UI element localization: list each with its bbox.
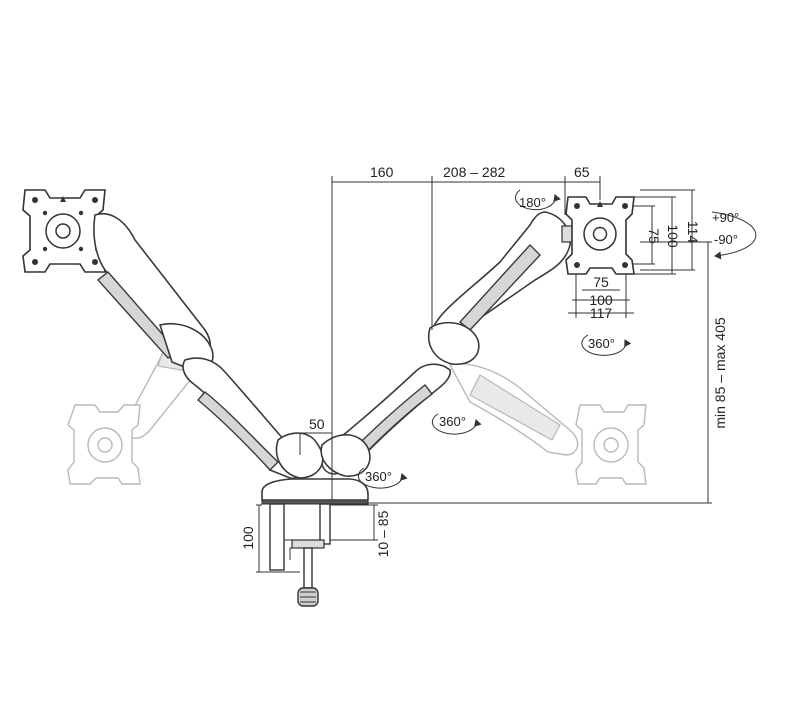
dim-pole-gap: 50: [309, 416, 325, 432]
dim-base-height: 100: [240, 526, 256, 550]
desk-clamp: [261, 478, 369, 607]
ghost-right-arm: [448, 363, 647, 485]
dim-height-range: min 85 – max 405: [712, 317, 728, 428]
rot-tilt-up: +90°: [712, 210, 739, 225]
rot-plate-swivel: 360°: [588, 336, 615, 351]
right-vesa-plate: [565, 196, 635, 275]
right-upper-arm: [428, 211, 575, 365]
rot-elbow-swivel: 360°: [439, 414, 466, 429]
dim-plate-width: 117: [590, 305, 613, 321]
left-vesa-plate: [22, 189, 106, 273]
center-lower-arms: [182, 357, 452, 480]
dim-bracket-offset: 65: [574, 164, 590, 180]
dim-vesa-inner-w: 75: [593, 274, 609, 290]
left-upper-arm: [93, 213, 214, 372]
dim-vesa-outer-h: 100: [665, 224, 681, 248]
rotation-arrows: [357, 189, 757, 489]
rot-bracket: 180°: [519, 195, 546, 210]
dim-plate-height: 114: [685, 221, 701, 244]
rot-tilt-down: -90°: [714, 232, 738, 247]
rot-base-swivel: 360°: [365, 469, 392, 484]
dimension-lines: [256, 176, 712, 573]
dim-vesa-inner-h: 75: [646, 228, 662, 244]
dim-arm-reach: 208 – 282: [443, 164, 505, 180]
dim-offset-center: 160: [370, 164, 394, 180]
dim-vesa-outer-w: 100: [589, 292, 613, 308]
dim-desk-thickness: 10 – 85: [375, 510, 391, 557]
